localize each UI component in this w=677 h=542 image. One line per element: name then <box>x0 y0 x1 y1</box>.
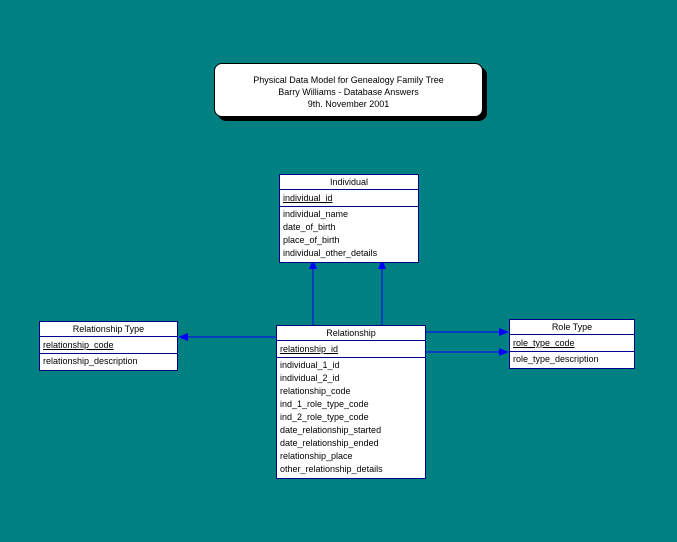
diagram-title: Physical Data Model for Genealogy Family… <box>253 75 444 85</box>
individual-attribute: individual_name <box>283 209 349 219</box>
relationship-type-entity-name: Relationship Type <box>40 322 177 337</box>
role-type-attributes: role_type_description <box>510 352 634 368</box>
relationship-type-attributes: relationship_description <box>40 354 177 370</box>
relationship-type-key-field: relationship_code <box>43 340 114 350</box>
individual-attribute: date_of_birth <box>283 222 336 232</box>
relationship-keys: relationship_id <box>277 341 425 358</box>
role-type-entity[interactable]: Role Type role_type_code role_type_descr… <box>509 319 635 369</box>
role-type-key-field: role_type_code <box>513 338 575 348</box>
role-type-keys: role_type_code <box>510 335 634 352</box>
relationship-type-keys: relationship_code <box>40 337 177 354</box>
individual-attribute: place_of_birth <box>283 235 340 245</box>
relationship-attributes: individual_1_id individual_2_id relation… <box>277 358 425 478</box>
relationship-attribute: date_relationship_ended <box>280 438 379 448</box>
relationship-type-entity[interactable]: Relationship Type relationship_code rela… <box>39 321 178 371</box>
individual-entity[interactable]: Individual individual_id individual_name… <box>279 174 419 263</box>
relationship-type-attribute: relationship_description <box>43 356 138 366</box>
diagram-title-box: Physical Data Model for Genealogy Family… <box>214 63 483 117</box>
relationship-attribute: individual_2_id <box>280 373 340 383</box>
relationship-entity[interactable]: Relationship relationship_id individual_… <box>276 325 426 479</box>
individual-key-field: individual_id <box>283 193 333 203</box>
individual-entity-name: Individual <box>280 175 418 190</box>
role-type-attribute: role_type_description <box>513 354 599 364</box>
relationship-attribute: relationship_code <box>280 386 351 396</box>
relationship-attribute: ind_1_role_type_code <box>280 399 369 409</box>
individual-attribute: individual_other_details <box>283 248 378 258</box>
relationship-attribute: ind_2_role_type_code <box>280 412 369 422</box>
role-type-entity-name: Role Type <box>510 320 634 335</box>
relationship-attribute: relationship_place <box>280 451 353 461</box>
relationship-attribute: individual_1_id <box>280 360 340 370</box>
relationship-attribute: other_relationship_details <box>280 464 383 474</box>
individual-keys: individual_id <box>280 190 418 207</box>
relationship-entity-name: Relationship <box>277 326 425 341</box>
diagram-author: Barry Williams - Database Answers <box>278 87 419 97</box>
relationship-attribute: date_relationship_started <box>280 425 382 435</box>
diagram-date: 9th. November 2001 <box>307 99 390 109</box>
individual-attributes: individual_name date_of_birth place_of_b… <box>280 207 418 262</box>
relationship-key-field: relationship_id <box>280 344 339 354</box>
